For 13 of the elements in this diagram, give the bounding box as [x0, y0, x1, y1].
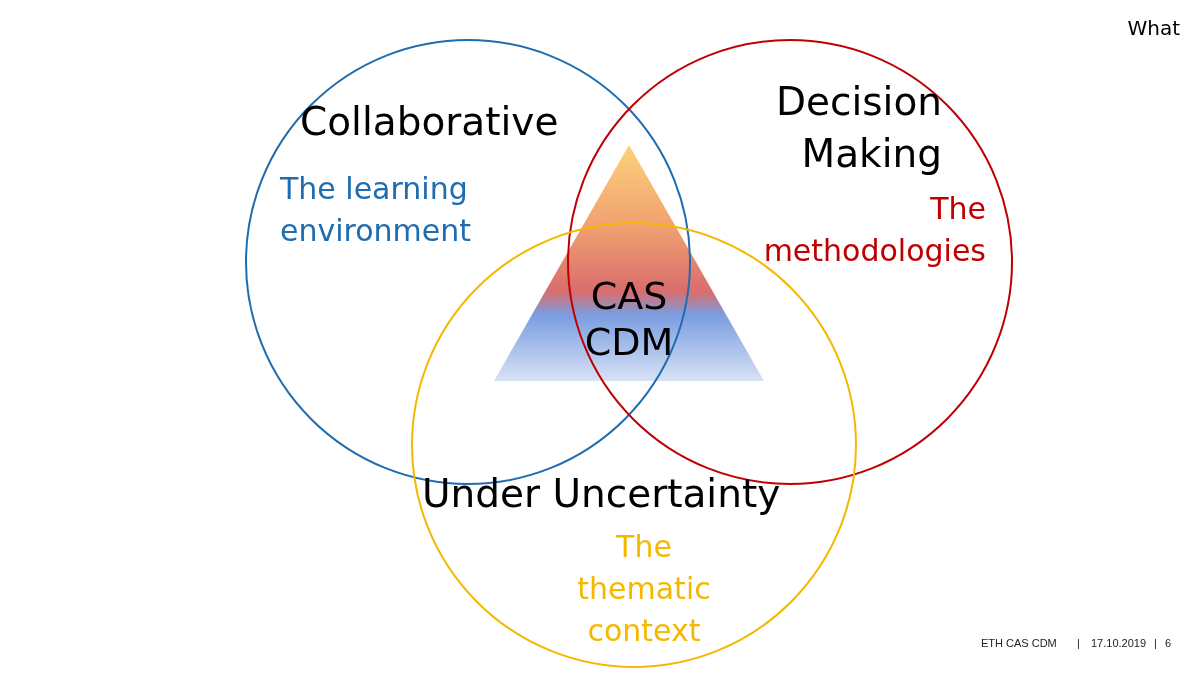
- slide-title: What: [1127, 16, 1180, 40]
- circle-heading: Collaborative: [300, 98, 560, 146]
- circle-subtitle: The learning environment: [280, 170, 473, 250]
- circle-subtitle: The methodologies: [762, 190, 986, 270]
- footer-separator: |: [1077, 637, 1080, 649]
- footer-text: 6: [1165, 637, 1172, 649]
- pyramid-label: CAS CDM: [583, 273, 675, 365]
- circle-heading: Under Uncertainty: [422, 470, 782, 518]
- circle-heading: Decision Making: [774, 78, 942, 178]
- footer-separator: |: [1154, 637, 1157, 649]
- footer-text: 17.10.2019: [1091, 637, 1147, 649]
- footer-text: ETH CAS CDM: [981, 637, 1057, 649]
- circle-subtitle: The thematic context: [576, 528, 712, 650]
